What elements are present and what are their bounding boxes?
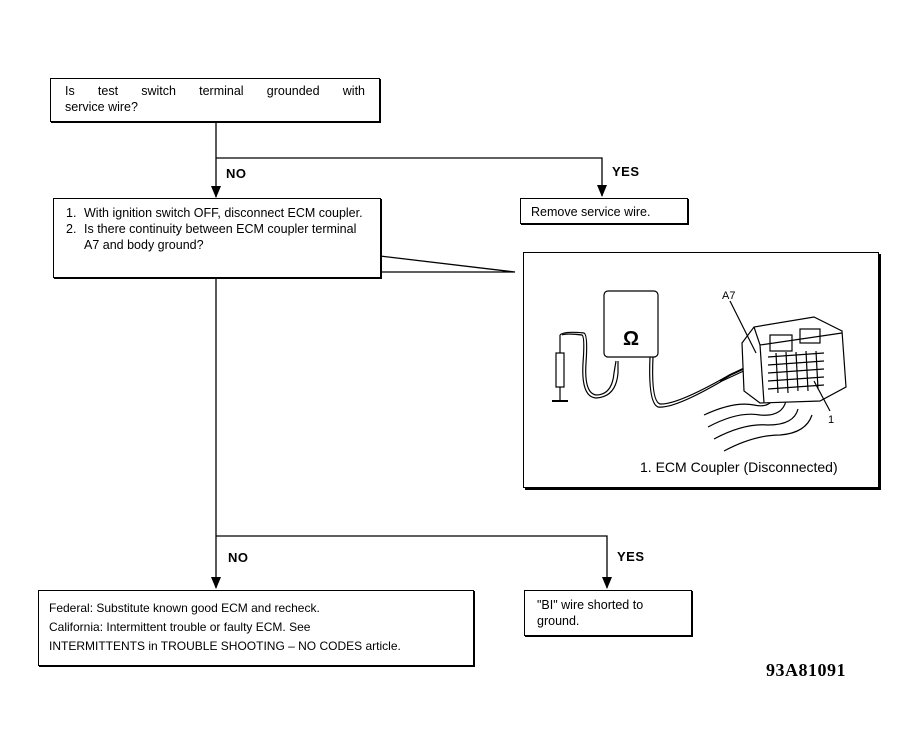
result-no-line-3: INTERMITTENTS in TROUBLE SHOOTING – NO C… <box>49 639 401 653</box>
figure-reference-number: 93A81091 <box>766 660 846 680</box>
connector-q1-yes <box>216 157 603 196</box>
action-remove-service-wire: Remove service wire. <box>520 198 688 224</box>
step-check-continuity: 1. With ignition switch OFF, disconnect … <box>53 198 381 278</box>
probe-ground-handle-icon <box>555 352 565 388</box>
arrow-q1-yes <box>597 185 607 197</box>
arrow-step2-yes <box>602 577 612 589</box>
arrow-q1-no <box>211 186 221 198</box>
decision1-line-2: service wire? <box>65 100 138 114</box>
result-bi-wire-shorted: "BI" wire shorted to ground. <box>524 590 692 636</box>
ohm-symbol: Ω <box>623 328 639 350</box>
decision1-no-label: NO <box>226 166 247 181</box>
ecm-coupler-illustration: Ω A7 1 1. ECM Coupler (Disconnected) <box>523 252 879 488</box>
ohmmeter-icon <box>603 290 659 358</box>
decision-test-switch-grounded: Is test switch terminal grounded with se… <box>50 78 380 122</box>
decision1-yes-label: YES <box>612 164 640 179</box>
result-no-line-1: Federal: Substitute known good ECM and r… <box>49 601 320 615</box>
terminal-a7-label: A7 <box>722 290 735 302</box>
result-federal-california: Federal: Substitute known good ECM and r… <box>38 590 474 666</box>
result-yes-line-2: ground. <box>537 614 580 628</box>
connector-step2-yes <box>216 535 608 588</box>
ecm-coupler-icon <box>741 316 847 404</box>
decision2-yes-label: YES <box>617 549 645 564</box>
step2-item-1-text: With ignition switch OFF, disconnect ECM… <box>84 206 363 220</box>
result-no-line-2: California: Intermittent trouble or faul… <box>49 620 311 634</box>
callout-number-1: 1 <box>828 414 834 426</box>
result-yes-line-1: "BI" wire shorted to <box>537 598 644 612</box>
illustration-leader <box>379 255 516 273</box>
decision1-line-1: Is test switch terminal grounded with <box>65 84 365 98</box>
action-remove-service-wire-text: Remove service wire. <box>531 205 651 219</box>
step2-item-2-text: Is there continuity between ECM coupler … <box>84 222 357 252</box>
step2-item-1-number: 1. <box>66 206 77 220</box>
illustration-caption: 1. ECM Coupler (Disconnected) <box>640 459 838 475</box>
step2-item-2: 2. Is there continuity between ECM coupl… <box>66 221 368 253</box>
step2-item-1: 1. With ignition switch OFF, disconnect … <box>66 205 368 221</box>
arrow-step2-no <box>211 577 221 589</box>
decision2-no-label: NO <box>228 550 249 565</box>
ecm-coupler-drawing: Ω A7 1 <box>552 290 847 452</box>
step2-item-2-number: 2. <box>66 222 77 236</box>
